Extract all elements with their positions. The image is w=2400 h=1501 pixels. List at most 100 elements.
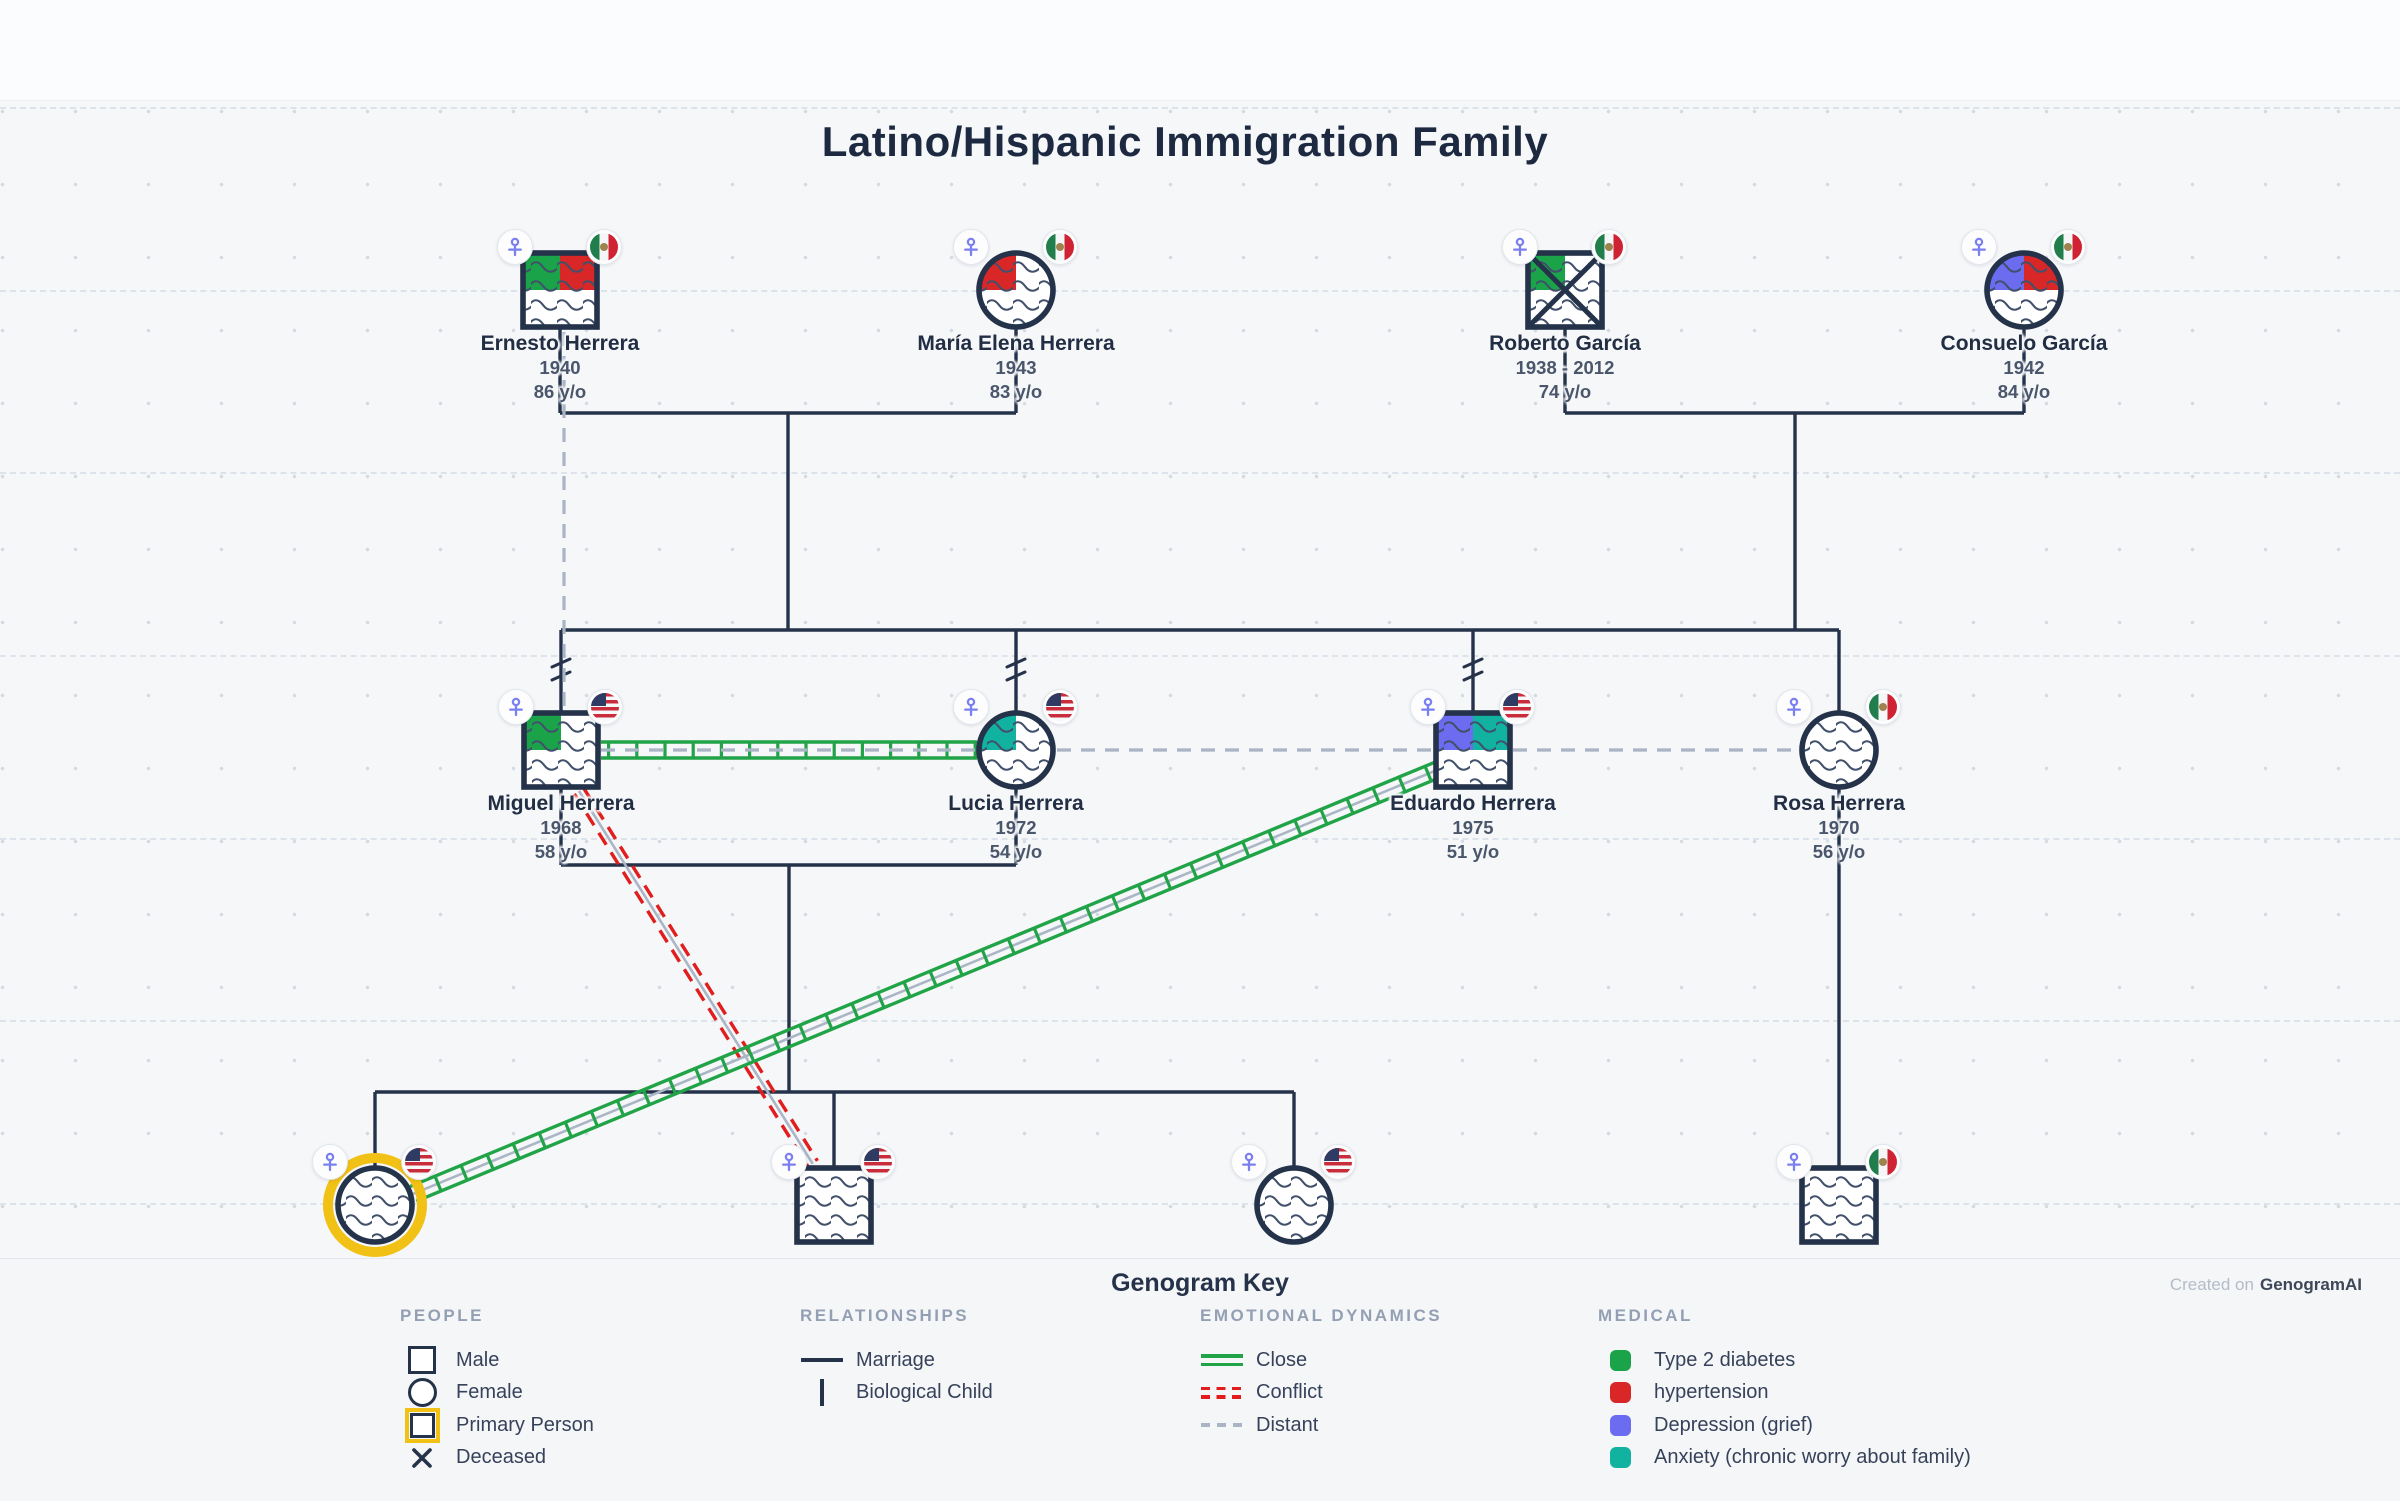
person-icon xyxy=(498,689,534,725)
person-child-1-primary[interactable] xyxy=(312,1144,437,1260)
mexico-flag-icon xyxy=(1865,689,1901,725)
immigration-hash-lucia xyxy=(1005,657,1027,682)
depression-swatch xyxy=(1598,1414,1642,1436)
person-eduardo-herrera[interactable]: Eduardo Herrera 1975 51 y/o xyxy=(1390,689,1556,862)
key-item-close: Close xyxy=(1200,1344,1442,1377)
female-shape-primary xyxy=(323,1153,427,1257)
key-item-female: Female xyxy=(400,1377,594,1410)
person-age: 86 y/o xyxy=(533,381,587,402)
person-icon xyxy=(1961,229,1997,265)
primary-person-ring xyxy=(323,1153,427,1257)
person-years: 1970 xyxy=(1818,817,1860,838)
male-shape xyxy=(521,710,601,790)
person-icon xyxy=(953,229,989,265)
person-years: 1968 xyxy=(540,817,582,838)
mexico-flag-icon xyxy=(1042,229,1078,265)
conflict-line-miguel-son xyxy=(572,787,819,1168)
person-child-2[interactable] xyxy=(771,1144,896,1260)
person-name: Miguel Herrera xyxy=(487,792,635,815)
female-shape xyxy=(976,250,1056,330)
distant-line-icon xyxy=(1200,1423,1244,1428)
credit-brand: GenogramAI xyxy=(2259,1275,2362,1294)
key-section-people: PEOPLE Male Female Primary Person Deceas… xyxy=(400,1306,594,1474)
immigration-hash-miguel xyxy=(550,657,572,682)
usa-flag-icon xyxy=(1499,689,1535,725)
top-margin-band xyxy=(0,0,2400,101)
marriage-line-roberto-consuelo xyxy=(1563,328,2026,630)
person-age: 83 y/o xyxy=(989,381,1043,402)
grid-dash-row xyxy=(0,107,2400,109)
male-shape-deceased xyxy=(1525,250,1605,330)
female-shape xyxy=(1984,250,2064,330)
person-name: Rosa Herrera xyxy=(1773,792,1905,815)
person-lucia-herrera[interactable]: Lucia Herrera 1972 54 y/o xyxy=(948,689,1084,862)
close-line-eduardo-niece xyxy=(409,761,1441,1203)
conflict-line-icon xyxy=(1200,1386,1244,1399)
person-years: 1943 xyxy=(995,357,1037,378)
biological-child-line-icon xyxy=(800,1379,844,1407)
key-item-depression: Depression (grief) xyxy=(1598,1409,1971,1442)
key-header-relationships: RELATIONSHIPS xyxy=(800,1306,970,1325)
person-child-4[interactable] xyxy=(1776,1144,1901,1260)
male-shape xyxy=(1799,1165,1879,1245)
key-item-deceased: Deceased xyxy=(400,1442,594,1475)
person-years: 1975 xyxy=(1452,817,1494,838)
key-header-people: PEOPLE xyxy=(400,1306,484,1325)
female-shape xyxy=(1254,1165,1334,1245)
key-item-conflict: Conflict xyxy=(1200,1377,1442,1410)
key-item-anxiety: Anxiety (chronic worry about family) xyxy=(1598,1442,1971,1475)
person-roberto-garcia[interactable]: Roberto García 1938 - 2012 74 y/o xyxy=(1489,229,1641,402)
person-consuelo-garcia[interactable]: Consuelo García 1942 84 y/o xyxy=(1941,229,2107,402)
person-icon xyxy=(1776,1144,1812,1180)
mexico-flag-icon xyxy=(586,229,622,265)
person-miguel-herrera[interactable]: Miguel Herrera 1968 58 y/o xyxy=(487,689,635,862)
anxiety-swatch xyxy=(1598,1447,1642,1469)
usa-flag-icon xyxy=(1320,1144,1356,1180)
female-shape xyxy=(976,710,1056,790)
usa-flag-icon xyxy=(401,1144,437,1180)
person-name: Lucia Herrera xyxy=(948,792,1084,815)
key-header-emotional-dynamics: EMOTIONAL DYNAMICS xyxy=(1200,1306,1443,1325)
person-name: Consuelo García xyxy=(1940,332,2108,355)
key-item-marriage: Marriage xyxy=(800,1344,993,1377)
person-name: Roberto García xyxy=(1489,332,1641,355)
person-icon xyxy=(1231,1144,1267,1180)
grid-dash-row xyxy=(0,655,2400,657)
person-age: 51 y/o xyxy=(1446,841,1500,862)
key-item-male: Male xyxy=(400,1344,594,1377)
key-section-emotional-dynamics: EMOTIONAL DYNAMICS Close Conflict Distan… xyxy=(1200,1306,1442,1442)
person-icon xyxy=(312,1144,348,1180)
person-name: Ernesto Herrera xyxy=(480,332,640,355)
person-icon xyxy=(1502,229,1538,265)
grid-dash-row xyxy=(0,290,2400,292)
primary-person-icon xyxy=(400,1407,444,1443)
deceased-x-icon xyxy=(400,1446,444,1470)
person-rosa-herrera[interactable]: Rosa Herrera 1970 56 y/o xyxy=(1773,689,1905,862)
marriage-line-miguel-lucia xyxy=(559,788,1018,1092)
person-years: 1938 - 2012 xyxy=(1515,357,1615,378)
person-maria-elena-herrera[interactable]: María Elena Herrera 1943 83 y/o xyxy=(917,229,1115,402)
person-age: 56 y/o xyxy=(1812,841,1866,862)
person-years: 1972 xyxy=(995,817,1037,838)
female-circle-icon xyxy=(400,1378,444,1408)
person-age: 54 y/o xyxy=(989,841,1043,862)
mexico-flag-icon xyxy=(2050,229,2086,265)
grid-dash-row xyxy=(0,838,2400,840)
page-title: Latino/Hispanic Immigration Family xyxy=(821,118,1549,165)
sibling-bar-generation3 xyxy=(373,1090,1296,1167)
close-line-miguel-lucia xyxy=(601,740,977,760)
usa-flag-icon xyxy=(860,1144,896,1180)
grid-dash-row xyxy=(0,1020,2400,1022)
grid-dash-row xyxy=(0,1203,2400,1205)
person-icon xyxy=(771,1144,807,1180)
key-item-hypertension: hypertension xyxy=(1598,1377,1971,1410)
person-child-3[interactable] xyxy=(1231,1144,1356,1260)
person-years: 1940 xyxy=(539,357,581,378)
person-icon xyxy=(497,229,533,265)
key-header-medical: MEDICAL xyxy=(1598,1306,1693,1325)
person-ernesto-herrera[interactable]: Ernesto Herrera 1940 86 y/o xyxy=(481,229,639,402)
